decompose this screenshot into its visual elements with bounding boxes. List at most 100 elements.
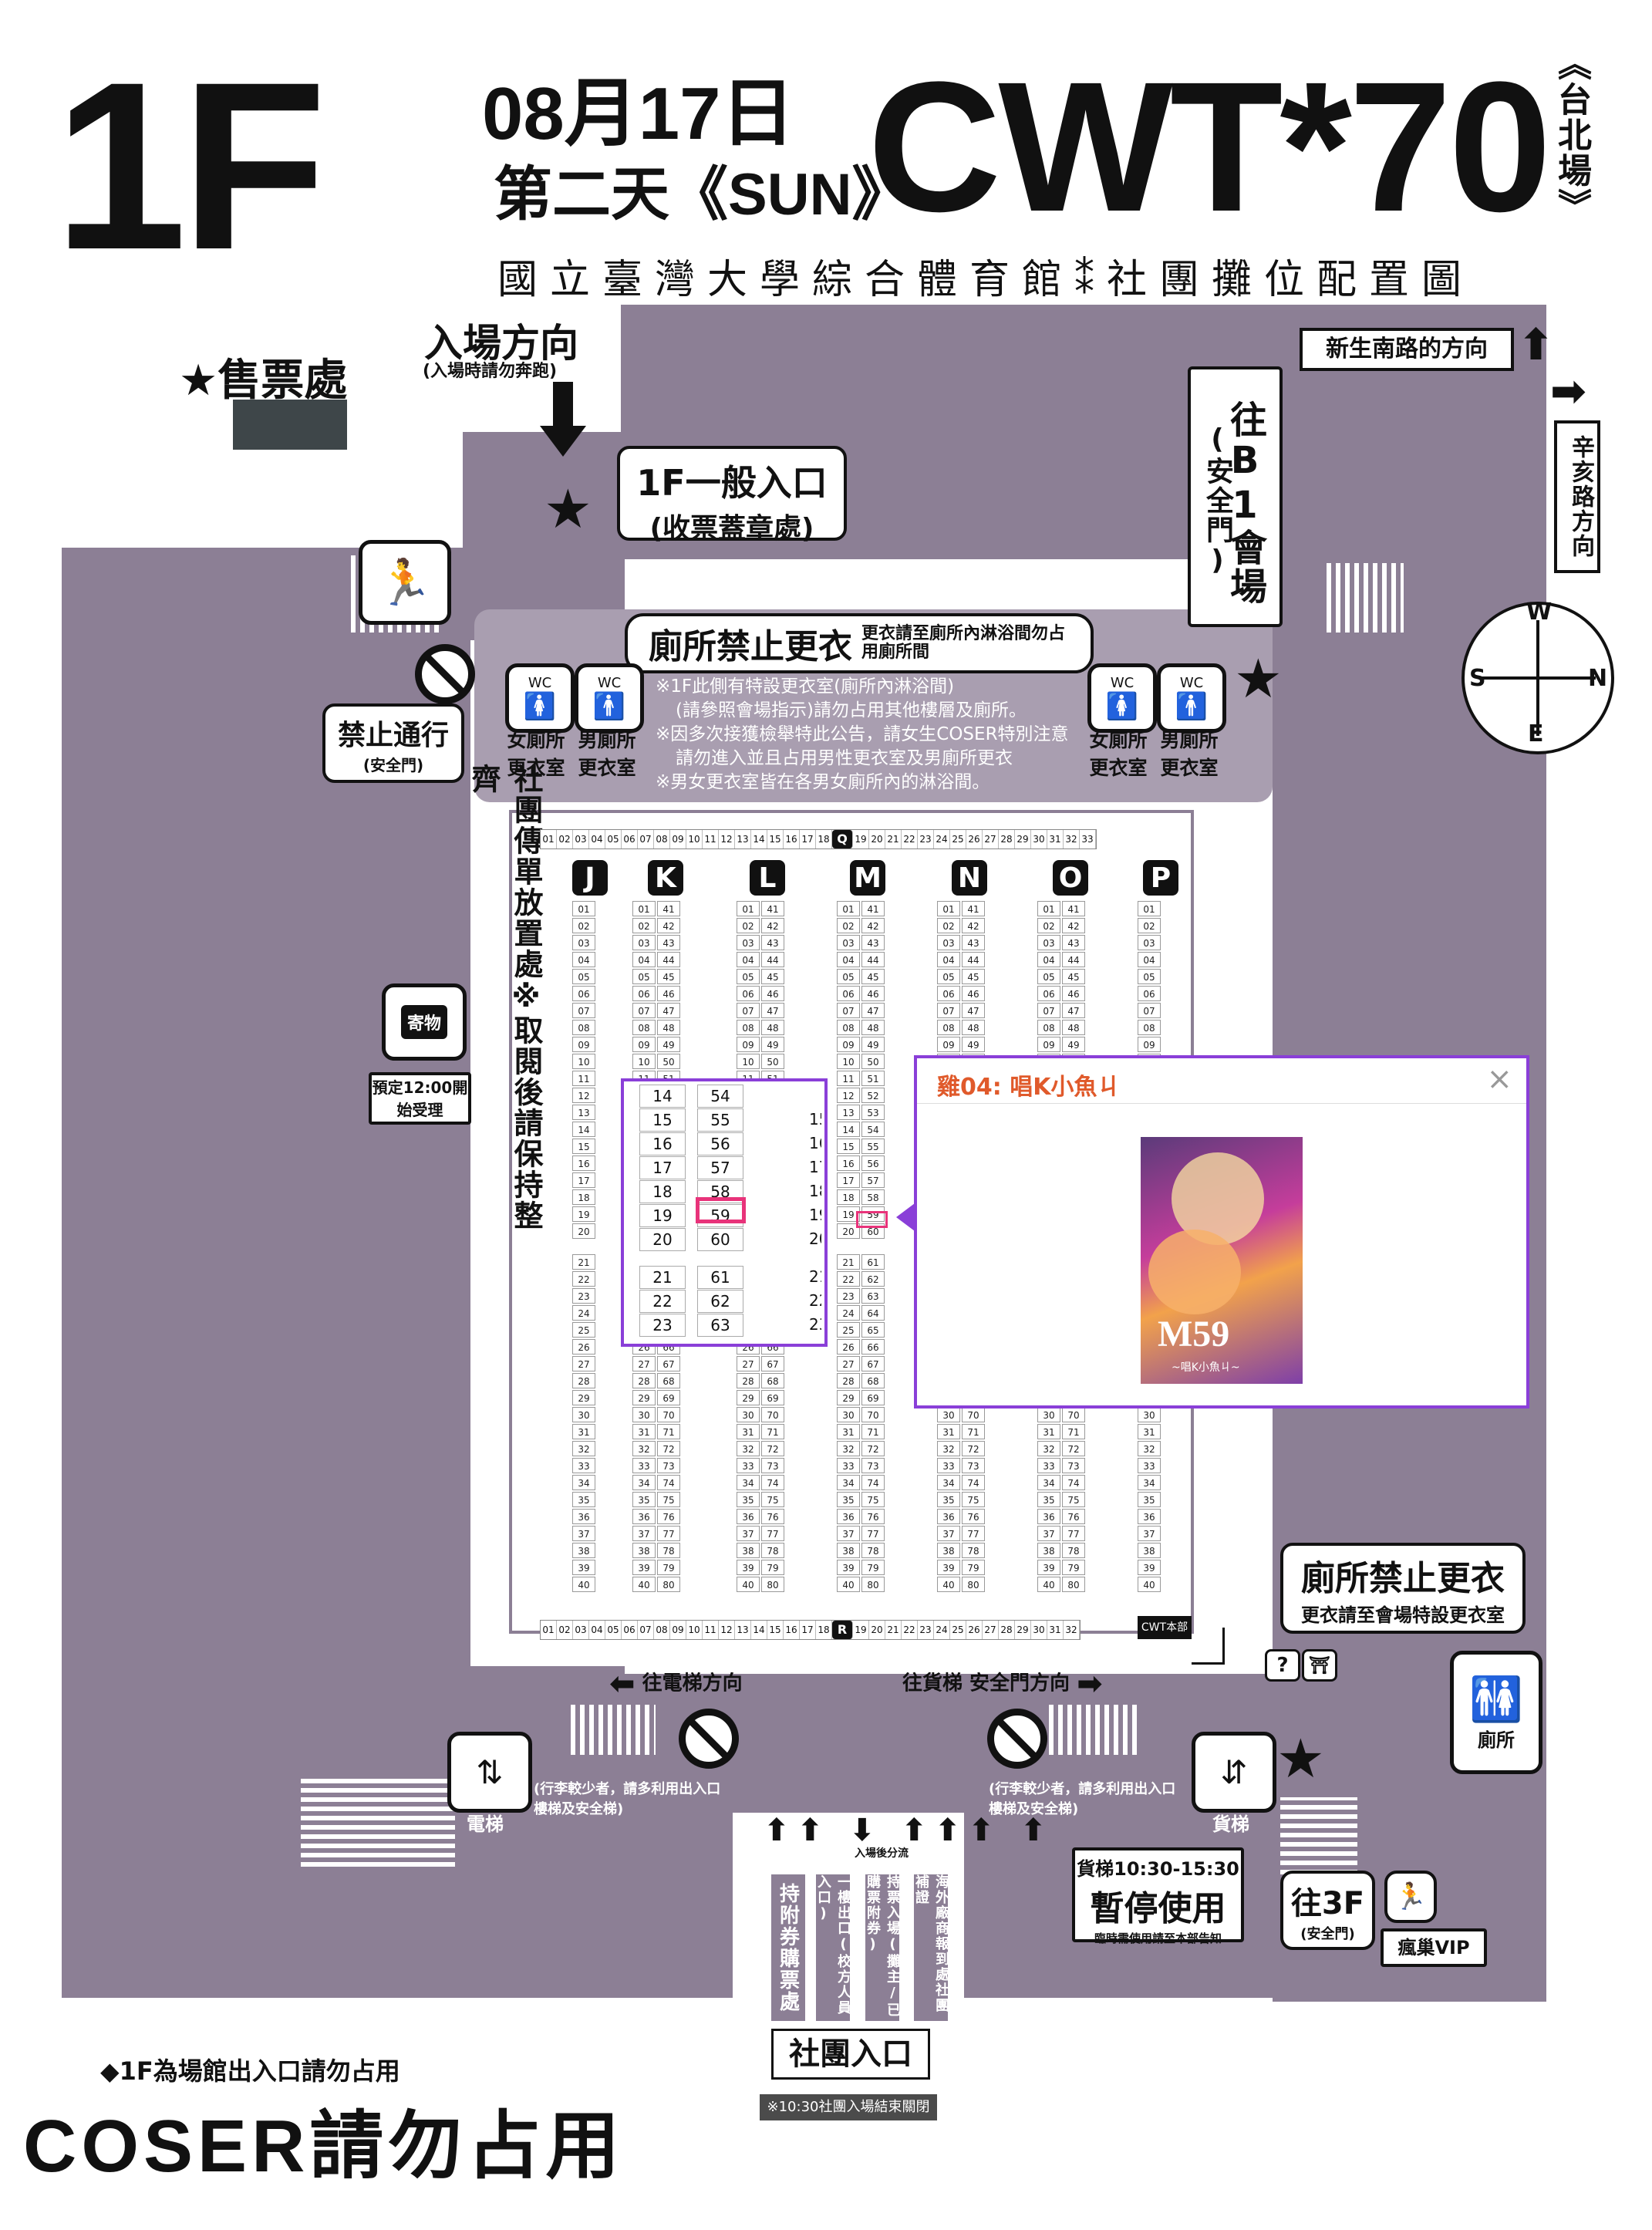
booth-cell[interactable]: 45 <box>1062 969 1085 984</box>
booth-cell[interactable]: 08 <box>837 1020 860 1035</box>
booth-cell[interactable]: 78 <box>657 1543 680 1558</box>
booth-cell[interactable]: 73 <box>861 1458 885 1473</box>
booth-cell[interactable]: 69 <box>861 1390 885 1405</box>
booth-cell[interactable]: 32 <box>1138 1441 1161 1456</box>
booth-cell[interactable]: 76 <box>761 1509 784 1524</box>
booth-cell[interactable]: 38 <box>737 1543 760 1558</box>
booth-cell[interactable]: 78 <box>962 1543 985 1558</box>
booth-cell[interactable]: 06 <box>1037 986 1060 1001</box>
booth-cell[interactable]: 37 <box>837 1526 860 1541</box>
booth-cell[interactable]: 68 <box>861 1373 885 1388</box>
booth-cell[interactable]: 39 <box>632 1560 656 1575</box>
booth-cell[interactable]: 29 <box>632 1390 656 1405</box>
booth-cell[interactable]: 79 <box>1062 1560 1085 1575</box>
booth-cell[interactable]: 77 <box>657 1526 680 1541</box>
booth-cell[interactable]: 31 <box>737 1424 760 1439</box>
booth-cell[interactable]: 40 <box>737 1577 760 1592</box>
booth-cell[interactable]: 11 <box>572 1071 595 1086</box>
booth-cell[interactable]: 77 <box>761 1526 784 1541</box>
booth-cell[interactable]: 59 <box>861 1206 885 1222</box>
booth-cell[interactable]: 80 <box>761 1577 784 1592</box>
booth-cell[interactable]: 78 <box>761 1543 784 1558</box>
booth-cell[interactable]: 07 <box>572 1003 595 1018</box>
booth-cell[interactable]: 18 <box>837 1189 860 1205</box>
booth-cell[interactable]: 08 <box>737 1020 760 1035</box>
strip-number[interactable]: 32 <box>1064 830 1080 848</box>
booth-cell[interactable]: 48 <box>861 1020 885 1035</box>
booth-cell[interactable]: 53 <box>861 1105 885 1120</box>
booth-cell[interactable]: 42 <box>1062 918 1085 933</box>
booth-cell[interactable]: 38 <box>632 1543 656 1558</box>
booth-cell[interactable]: 07 <box>632 1003 656 1018</box>
booth-cell[interactable]: 09 <box>737 1037 760 1052</box>
strip-number[interactable]: 14 <box>751 830 767 848</box>
strip-number[interactable]: 21 <box>885 830 902 848</box>
strip-number[interactable]: 28 <box>999 830 1015 848</box>
booth-cell[interactable]: 34 <box>737 1475 760 1490</box>
booth-cell[interactable]: 19 <box>572 1206 595 1222</box>
booth-cell[interactable]: 09 <box>1037 1037 1060 1052</box>
booth-cell[interactable]: 69 <box>657 1390 680 1405</box>
booth-cell[interactable]: 11 <box>837 1071 860 1086</box>
booth-cell[interactable]: 27 <box>572 1356 595 1371</box>
booth-cell[interactable]: 46 <box>962 986 985 1001</box>
booth-cell[interactable]: 28 <box>632 1373 656 1388</box>
booth-cell[interactable]: 77 <box>962 1526 985 1541</box>
booth-cell[interactable]: 10 <box>632 1054 656 1069</box>
booth-cell[interactable]: 09 <box>572 1037 595 1052</box>
booth-cell[interactable]: 29 <box>572 1390 595 1405</box>
booth-cell[interactable]: 13 <box>837 1105 860 1120</box>
booth-cell[interactable]: 06 <box>572 986 595 1001</box>
booth-cell[interactable]: 40 <box>1037 1577 1060 1592</box>
booth-cell[interactable]: 04 <box>1138 952 1161 967</box>
booth-cell[interactable]: 74 <box>861 1475 885 1490</box>
strip-number[interactable]: 10 <box>686 1621 703 1639</box>
booth-cell[interactable]: 47 <box>761 1003 784 1018</box>
strip-number[interactable]: 11 <box>703 1621 719 1639</box>
strip-number[interactable]: 09 <box>670 1621 686 1639</box>
booth-cell[interactable]: 20 <box>572 1223 595 1239</box>
booth-cell[interactable]: 71 <box>761 1424 784 1439</box>
booth-cell[interactable]: 46 <box>761 986 784 1001</box>
booth-cell[interactable]: 74 <box>1062 1475 1085 1490</box>
booth-cell[interactable]: 15 <box>572 1139 595 1154</box>
booth-cell[interactable]: 74 <box>761 1475 784 1490</box>
booth-cell[interactable]: 05 <box>632 969 656 984</box>
booth-cell[interactable]: 68 <box>657 1373 680 1388</box>
booth-cell[interactable]: 04 <box>937 952 960 967</box>
booth-cell[interactable]: 32 <box>937 1441 960 1456</box>
strip-number[interactable]: 04 <box>589 830 605 848</box>
booth-cell[interactable]: 58 <box>861 1189 885 1205</box>
booth-cell[interactable]: 80 <box>1062 1577 1085 1592</box>
booth-cell[interactable]: 06 <box>632 986 656 1001</box>
booth-cell[interactable]: 62 <box>861 1271 885 1287</box>
booth-cell[interactable]: 01 <box>632 901 656 916</box>
booth-cell[interactable]: 24 <box>572 1305 595 1321</box>
zoom-edge-booth[interactable]: 18 <box>809 1182 821 1200</box>
booth-cell[interactable]: 33 <box>837 1458 860 1473</box>
booth-cell[interactable]: 41 <box>861 901 885 916</box>
booth-cell[interactable]: 47 <box>657 1003 680 1018</box>
booth-cell[interactable]: 01 <box>837 901 860 916</box>
booth-cell[interactable]: 01 <box>572 901 595 916</box>
booth-cell[interactable]: 43 <box>861 935 885 950</box>
booth-cell[interactable]: 32 <box>572 1441 595 1456</box>
booth-cell[interactable]: 12 <box>572 1088 595 1103</box>
booth-cell[interactable]: 03 <box>837 935 860 950</box>
strip-number[interactable]: 15 <box>767 830 784 848</box>
booth-cell[interactable]: 55 <box>861 1139 885 1154</box>
booth-cell[interactable]: 09 <box>937 1037 960 1052</box>
booth-cell[interactable]: 17 <box>572 1172 595 1188</box>
zoom-booth[interactable]: 17 <box>639 1156 686 1179</box>
strip-number[interactable]: 06 <box>622 1621 638 1639</box>
booth-cell[interactable]: 67 <box>861 1356 885 1371</box>
booth-cell[interactable]: 45 <box>962 969 985 984</box>
strip-number[interactable]: 26 <box>966 830 983 848</box>
strip-number[interactable]: 22 <box>902 1621 918 1639</box>
booth-cell[interactable]: 34 <box>1138 1475 1161 1490</box>
booth-cell[interactable]: 49 <box>861 1037 885 1052</box>
zoom-booth[interactable]: 19 <box>639 1204 686 1227</box>
strip-number[interactable]: 02 <box>557 830 573 848</box>
booth-cell[interactable]: 43 <box>657 935 680 950</box>
booth-cell[interactable]: 72 <box>761 1441 784 1456</box>
